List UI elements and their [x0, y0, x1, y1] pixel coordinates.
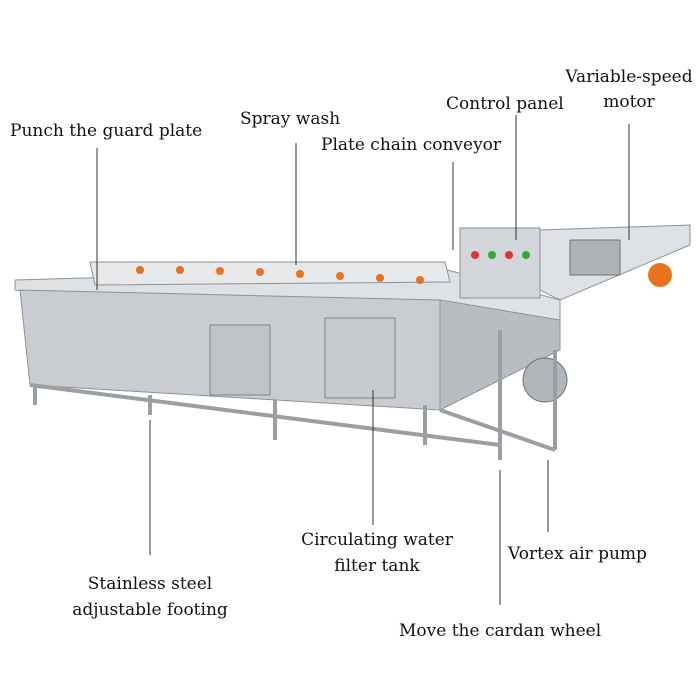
- label-motor: Variable-speed motor: [562, 66, 696, 113]
- control-panel-box: [459, 227, 541, 299]
- label-motor-line2: motor: [603, 92, 655, 112]
- label-air-pump: Vortex air pump: [508, 544, 647, 564]
- label-filter-tank: Circulating water filter tank: [296, 529, 458, 577]
- label-cardan-wheel: Move the cardan wheel: [399, 621, 602, 641]
- label-spray-wash: Spray wash: [240, 109, 341, 129]
- label-footing: Stainless steel adjustable footing: [58, 573, 242, 621]
- motor: [569, 239, 621, 276]
- label-footing-line2: adjustable footing: [72, 600, 228, 620]
- label-conveyor: Plate chain conveyor: [321, 135, 502, 155]
- air-pump: [522, 357, 568, 403]
- label-filter-line1: Circulating water: [301, 530, 453, 550]
- label-control-panel: Control panel: [446, 94, 564, 114]
- machine-frame: [14, 224, 691, 460]
- label-motor-line1: Variable-speed: [565, 67, 693, 87]
- label-guard-plate: Punch the guard plate: [10, 121, 203, 141]
- label-footing-line1: Stainless steel: [87, 574, 213, 594]
- label-filter-line2: filter tank: [334, 556, 420, 576]
- filter-tank: [324, 317, 396, 399]
- leader-lines: [96, 115, 630, 605]
